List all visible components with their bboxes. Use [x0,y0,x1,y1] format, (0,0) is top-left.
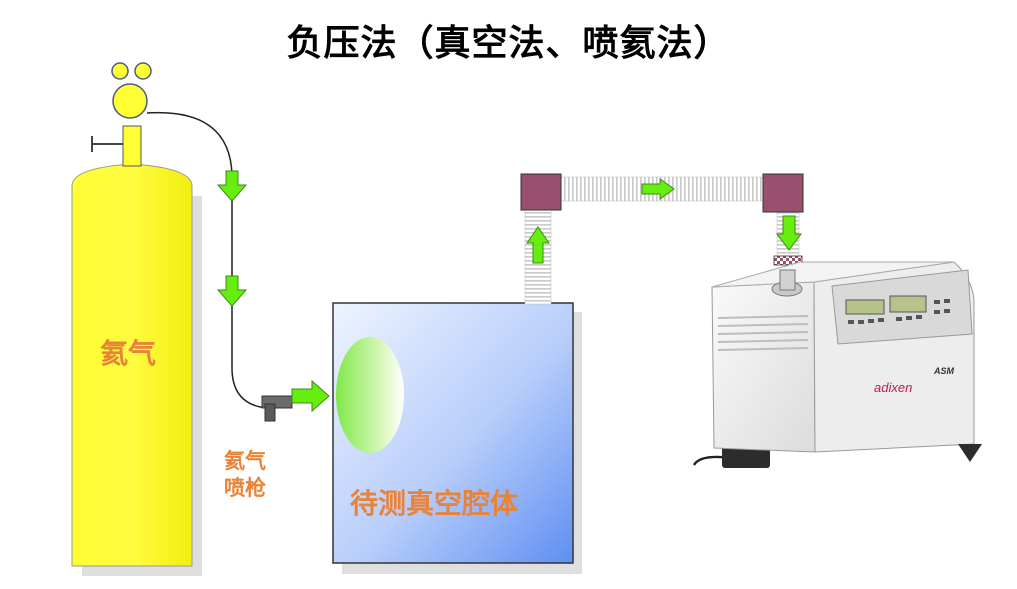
device-brand: adixen [874,380,912,395]
spray-gun-label-line1: 氦气 [224,449,266,473]
hose-elbow-left [520,173,562,211]
cylinder-label: 氦气 [100,337,157,370]
cylinder-valve [91,125,142,167]
spray-gun-label: 氦气 喷枪 [224,448,266,502]
pressure-regulator [111,62,152,119]
flow-arrow-right-hose [641,178,675,200]
page-title: 负压法（真空法、喷氦法） [286,23,731,64]
flow-arrow-down-2 [216,275,248,307]
chamber-label: 待测真空腔体 [350,487,519,520]
device-model: ASM [933,366,955,376]
hose-elbow-right [762,173,804,213]
flow-arrow-up [526,226,550,264]
helium-cylinder [71,163,202,576]
spray-gun-label-line2: 喷枪 [224,476,266,500]
flow-arrow-down-1 [216,170,248,202]
leak-detector: adixen ASM [692,261,982,468]
helium-spray-zone [336,337,404,453]
spray-gun [261,395,293,422]
flow-arrow-down-detector [776,215,802,251]
flow-arrow-right-gun [291,379,330,413]
